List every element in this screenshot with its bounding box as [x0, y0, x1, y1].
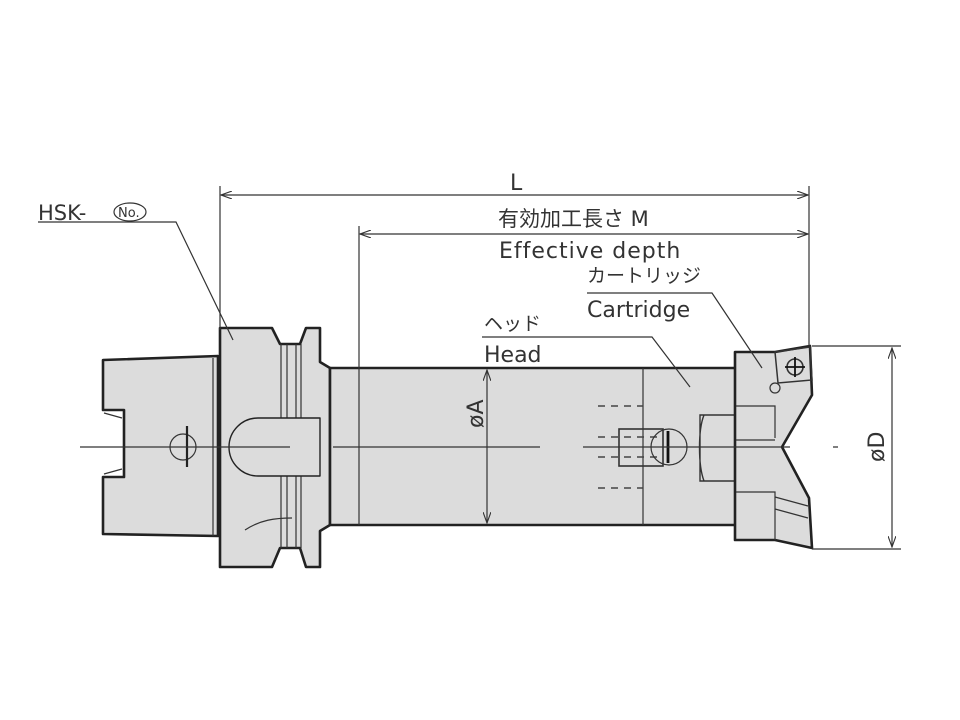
- insert: [769, 346, 813, 394]
- hsk-no-badge: [113, 202, 147, 222]
- cartridge-en-label: Cartridge: [587, 298, 690, 323]
- hsk-no-text: No.: [118, 206, 140, 221]
- head-jp-label: ヘッド: [484, 313, 541, 335]
- dim-D-label: øD: [865, 432, 890, 462]
- head-en-label: Head: [484, 343, 542, 368]
- hsk-shank: [101, 354, 220, 538]
- hsk-label: HSK-: [38, 201, 86, 225]
- cartridge-jp-label: カートリッジ: [587, 265, 701, 287]
- dim-A-label: øA: [464, 399, 489, 428]
- dim-M-jp-label: 有効加工長さ M: [498, 207, 649, 231]
- dim-L-label: L: [510, 171, 523, 196]
- dim-M-en-label: Effective depth: [499, 239, 681, 264]
